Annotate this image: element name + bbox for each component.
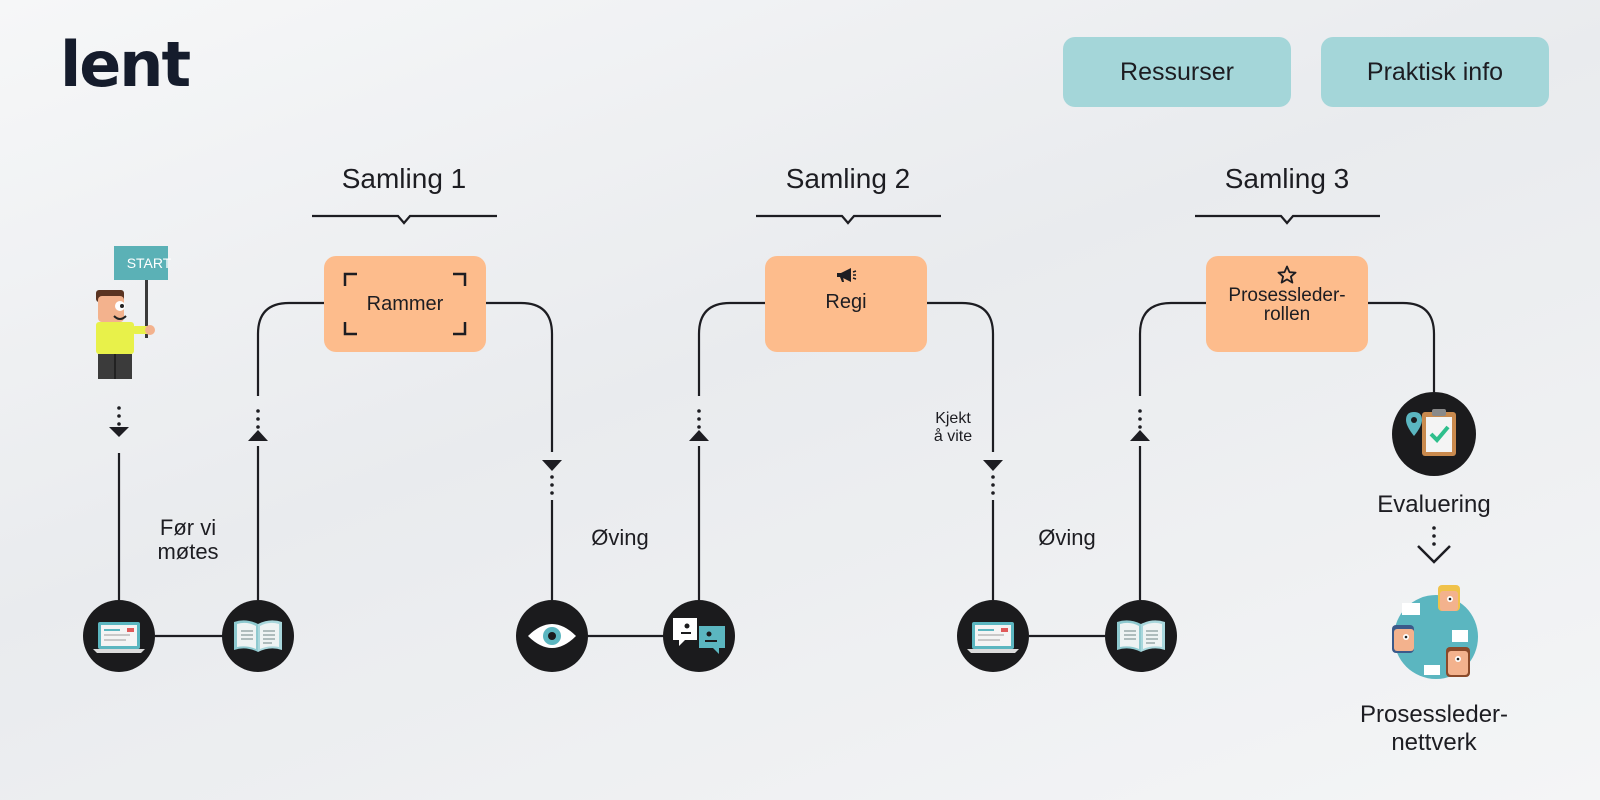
- book-icon: [1117, 620, 1165, 652]
- rammer-box[interactable]: Rammer: [324, 256, 486, 352]
- practical-info-button[interactable]: Praktisk info: [1321, 37, 1549, 107]
- book-node-1[interactable]: [222, 600, 294, 672]
- evaluation-label: Evaluering: [1377, 491, 1491, 518]
- discussion-node[interactable]: [663, 600, 735, 672]
- prosesslederrollen-label: Prosessleder- rollen: [1228, 285, 1346, 325]
- regi-box[interactable]: Regi: [765, 256, 927, 352]
- evaluation-node[interactable]: [1392, 392, 1476, 476]
- samling-1-title: Samling 1: [341, 163, 467, 194]
- start-character-illustration: [96, 246, 168, 379]
- clipboard-check-icon: [1406, 409, 1456, 456]
- observe-node[interactable]: [516, 600, 588, 672]
- prosesslederrollen-box[interactable]: Prosessleder- rollen: [1206, 256, 1368, 352]
- samling-3-title: Samling 3: [1224, 163, 1350, 194]
- before-we-meet-label: Før vi møtes: [157, 515, 219, 564]
- frame-corners-icon: [343, 272, 467, 336]
- laptop-node-2[interactable]: [957, 600, 1029, 672]
- resources-button[interactable]: Ressurser: [1063, 37, 1291, 107]
- good-to-know-label: Kjekt å vite: [933, 410, 973, 445]
- practice-label-1: Øving: [591, 525, 649, 550]
- laptop-icon: [93, 622, 145, 653]
- network-illustration: [1392, 585, 1478, 679]
- laptop-icon: [967, 622, 1019, 653]
- network-label: Prosessleder- nettverk: [1359, 701, 1509, 756]
- samling-2-title: Samling 2: [785, 163, 911, 194]
- book-node-2[interactable]: [1105, 600, 1177, 672]
- practice-label-2: Øving: [1038, 525, 1096, 550]
- book-icon: [234, 620, 282, 652]
- start-sign-text: START: [126, 255, 172, 271]
- rammer-label: Rammer: [366, 293, 444, 315]
- eye-icon: [528, 624, 576, 648]
- chat-faces-icon: [673, 618, 725, 654]
- lent-logo[interactable]: lent: [60, 28, 191, 101]
- megaphone-icon: [837, 268, 857, 282]
- regi-label: Regi: [825, 291, 867, 313]
- star-icon: [1277, 265, 1297, 284]
- laptop-node[interactable]: [83, 600, 155, 672]
